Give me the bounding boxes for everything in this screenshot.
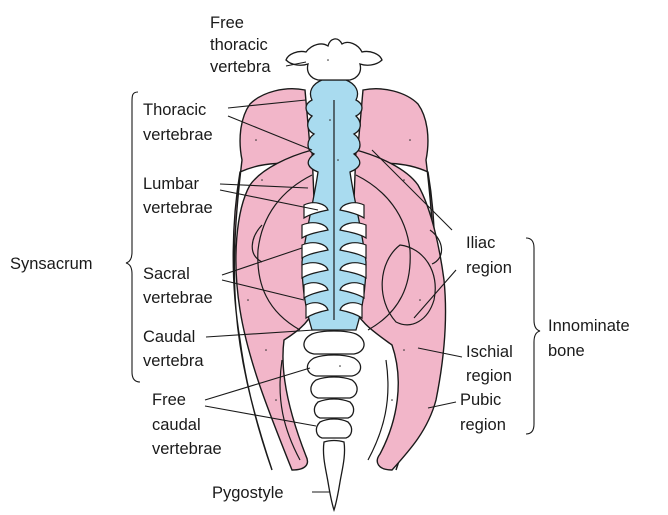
- label-free-caudal-line1: Free: [152, 391, 186, 409]
- innominate-brace: [526, 238, 540, 434]
- label-sacral-line1: Sacral: [143, 265, 190, 283]
- label-free-thoracic-line3: vertebra: [210, 58, 271, 76]
- label-pubic-line1: Pubic: [460, 391, 501, 409]
- label-free-thoracic-line2: thoracic: [210, 36, 268, 54]
- label-thoracic-line1: Thoracic: [143, 101, 206, 119]
- label-free-caudal-line2: caudal: [152, 416, 201, 434]
- label-lumbar-line2: vertebrae: [143, 199, 213, 217]
- label-sacral-line2: vertebrae: [143, 289, 213, 307]
- pygostyle: [323, 441, 344, 511]
- label-ischial-line2: region: [466, 367, 512, 385]
- label-innominate-line1: Innominate: [548, 317, 630, 335]
- label-free-thoracic-line1: Free: [210, 14, 244, 32]
- label-iliac-line1: Iliac: [466, 234, 495, 252]
- label-lumbar-line1: Lumbar: [143, 175, 199, 193]
- free-caudal-vertebrae: [304, 331, 364, 438]
- label-pubic-line2: region: [460, 416, 506, 434]
- free-thoracic-vertebra: [286, 39, 382, 80]
- label-synsacrum: Synsacrum: [10, 255, 93, 273]
- label-innominate-line2: bone: [548, 342, 585, 360]
- synsacrum-brace: [126, 92, 140, 382]
- label-caudal-line1: Caudal: [143, 328, 195, 346]
- label-ischial-line1: Ischial: [466, 343, 513, 361]
- label-iliac-line2: region: [466, 259, 512, 277]
- label-free-caudal-line3: vertebrae: [152, 440, 222, 458]
- label-thoracic-line2: vertebrae: [143, 126, 213, 144]
- label-pygostyle: Pygostyle: [212, 484, 284, 502]
- synsacrum: [302, 80, 366, 330]
- label-caudal-line2: vertebra: [143, 352, 204, 370]
